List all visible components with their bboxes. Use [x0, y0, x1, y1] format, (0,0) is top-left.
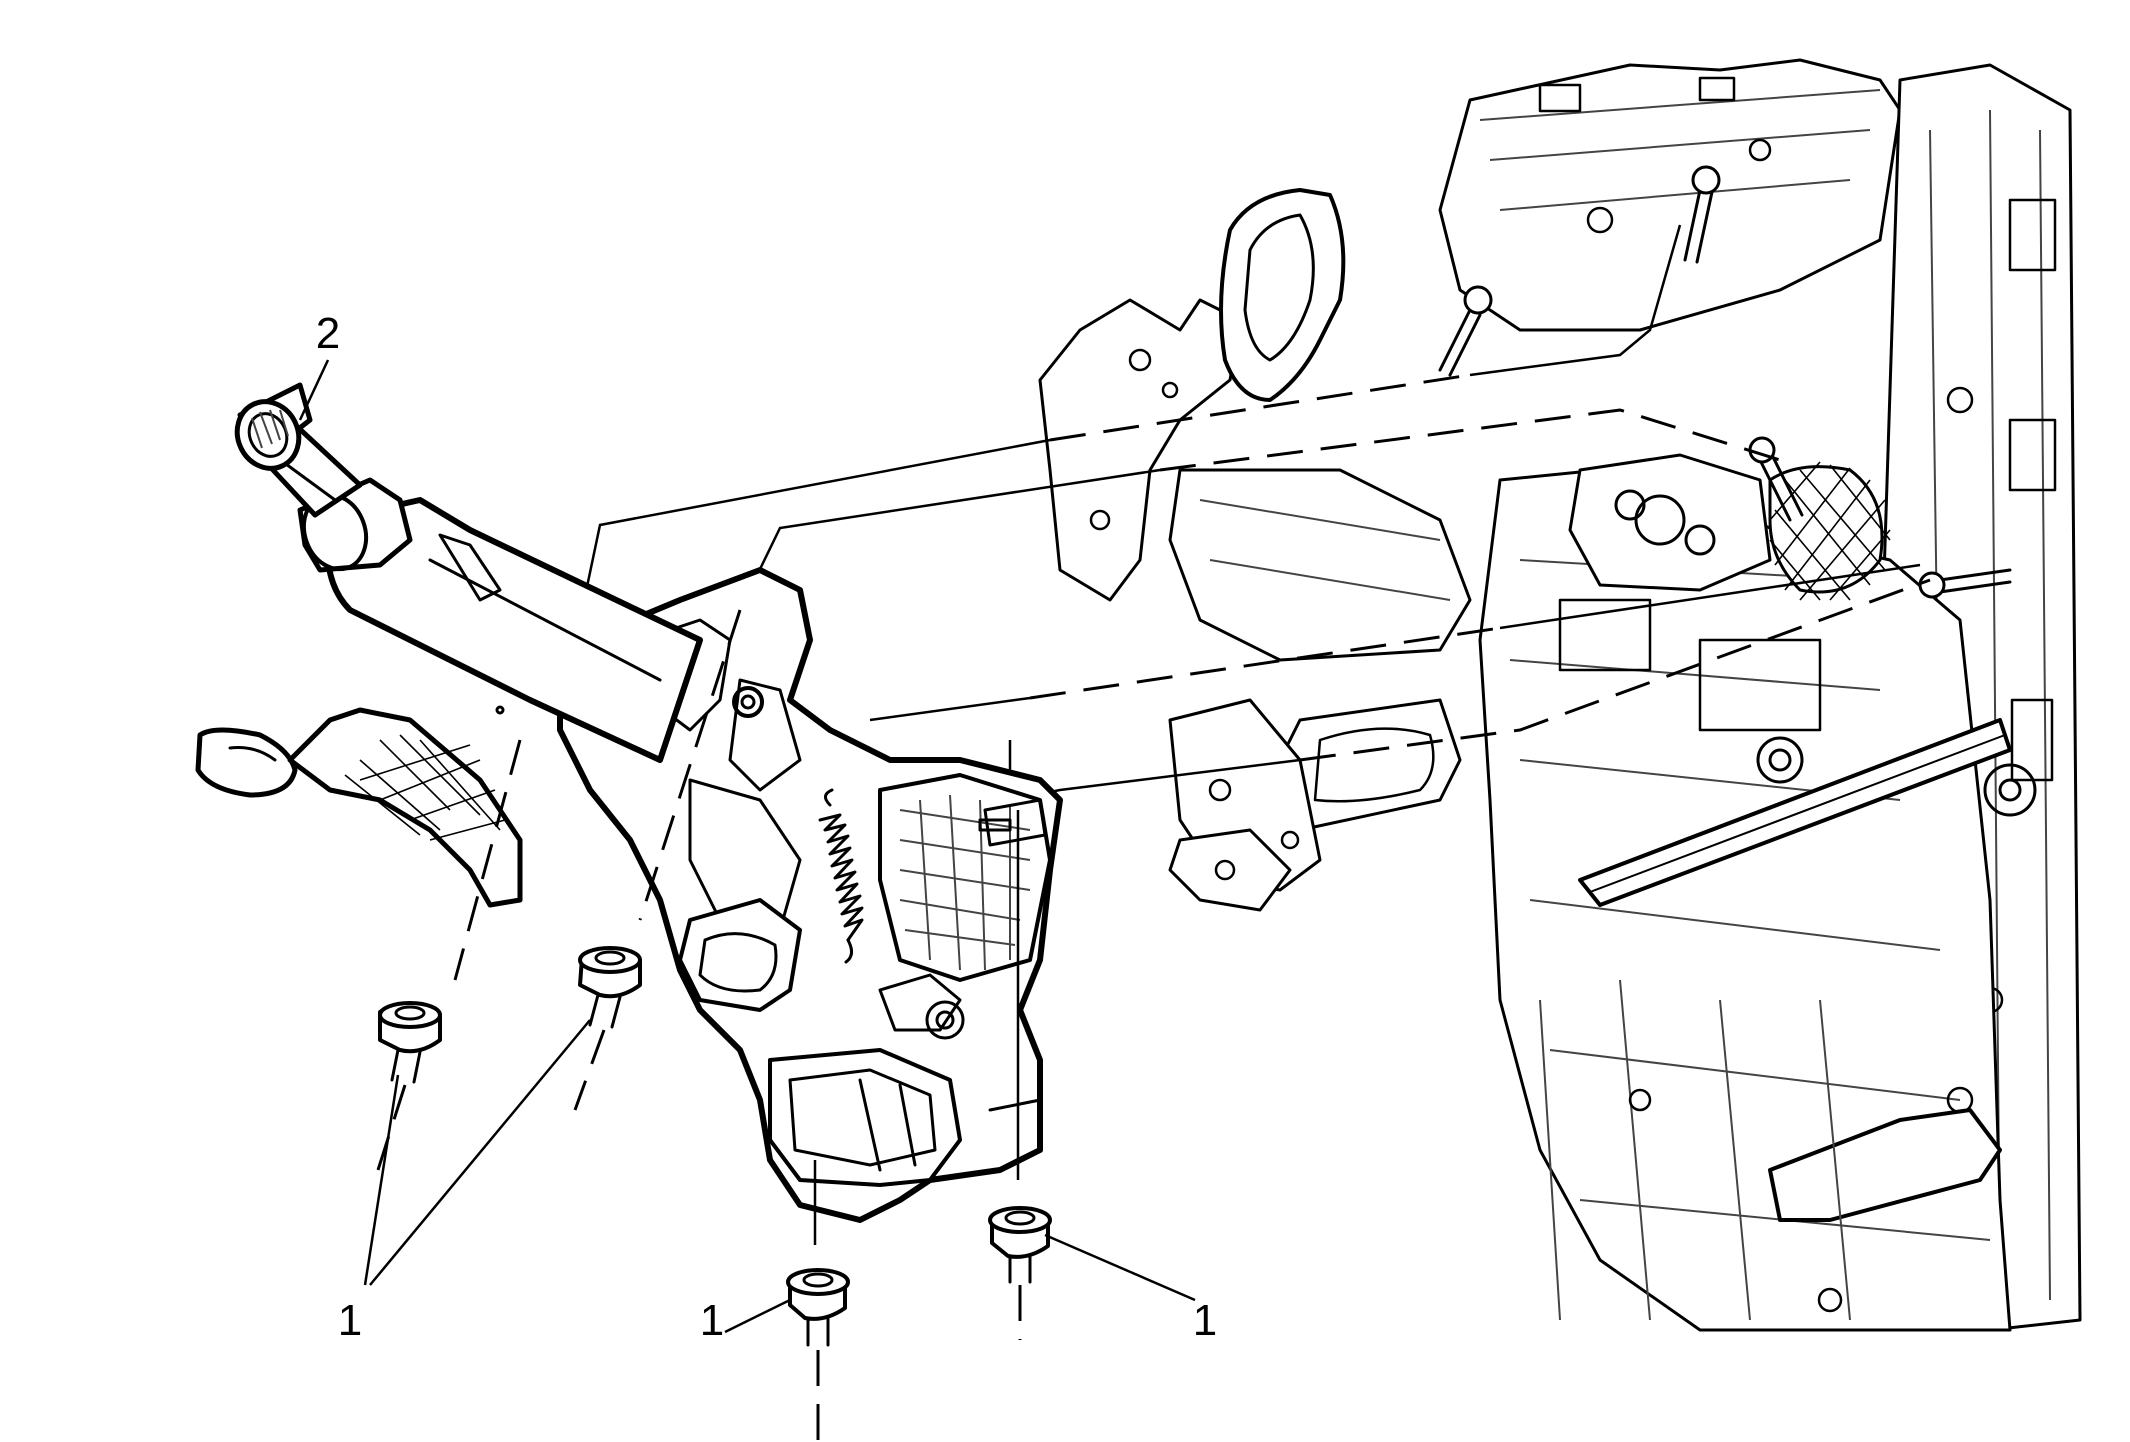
- tilt-lever: [195, 707, 523, 908]
- tension-spring: [818, 788, 864, 964]
- callout-leaders: [298, 359, 1196, 1334]
- column-mounting-nut-2: [573, 609, 742, 1111]
- callout-2: 2: [316, 309, 340, 358]
- steering-column-assembly: [195, 382, 1063, 1223]
- callout-1-left: 1: [338, 1296, 362, 1345]
- callout-1-right: 1: [1193, 1296, 1217, 1345]
- column-mounting-nut-4: [988, 810, 1052, 1340]
- steering-shaft-jacket: [234, 382, 703, 763]
- column-mounting-nut-1: [376, 739, 522, 1171]
- instrument-panel-support-frame: [1038, 58, 2082, 1332]
- callout-1-middle: 1: [700, 1296, 724, 1345]
- frame-mounting-studs: [1438, 165, 2012, 599]
- column-mounting-nut-3: [786, 1160, 850, 1442]
